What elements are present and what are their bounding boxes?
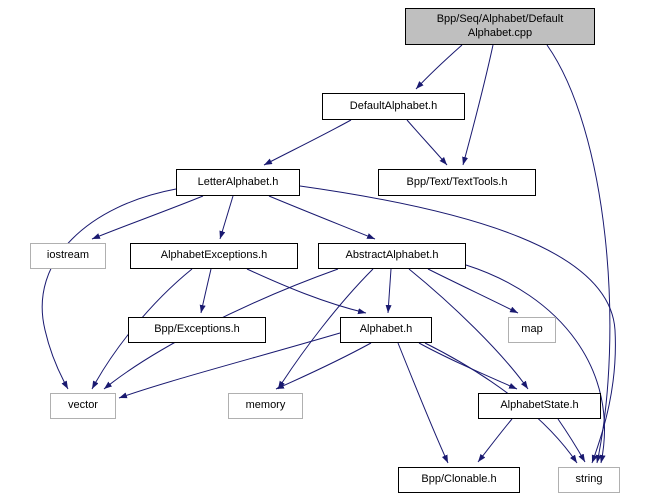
node-string: string (558, 467, 620, 493)
edge-letteralphabet-h-to-vector (41, 188, 177, 390)
edge-alphabet-h-to-bpp-clonable-h (397, 342, 449, 464)
edge-alphabetexceptions-h-to-alphabet-h (246, 268, 367, 315)
edge-abstractalphabet-h-to-string (465, 264, 606, 464)
edge-defaultalphabet-cpp-to-texttools-h (462, 44, 494, 166)
edge-defaultalphabet-h-to-texttools-h (406, 119, 448, 166)
edge-defaultalphabet-h-to-letteralphabet-h (263, 119, 352, 166)
node-map: map (508, 317, 556, 343)
node-defaultalphabet-h[interactable]: DefaultAlphabet.h (322, 93, 465, 120)
edge-alphabetexceptions-h-to-bpp-exceptions-h (199, 268, 212, 314)
node-letteralphabet-h[interactable]: LetterAlphabet.h (176, 169, 300, 196)
edge-alphabet-h-to-vector (118, 332, 341, 399)
edge-alphabet-h-to-alphabetstate-h (418, 342, 518, 390)
node-alphabetexceptions-h[interactable]: AlphabetExceptions.h (130, 243, 298, 269)
edge-defaultalphabet-cpp-to-string (546, 44, 611, 464)
node-abstractalphabet-h[interactable]: AbstractAlphabet.h (318, 243, 466, 269)
node-iostream: iostream (30, 243, 106, 269)
node-bpp-clonable-h[interactable]: Bpp/Clonable.h (398, 467, 520, 493)
edge-alphabetstate-h-to-string (557, 418, 586, 463)
edge-abstractalphabet-h-to-alphabet-h (385, 268, 392, 314)
node-memory: memory (228, 393, 303, 419)
node-texttools-h[interactable]: Bpp/Text/TextTools.h (378, 169, 536, 196)
edge-abstractalphabet-h-to-memory (277, 268, 374, 390)
node-vector: vector (50, 393, 116, 419)
edge-letteralphabet-h-to-abstractalphabet-h (268, 195, 376, 240)
node-defaultalphabet-cpp: Bpp/Seq/Alphabet/Default Alphabet.cpp (405, 8, 595, 45)
edge-defaultalphabet-cpp-to-defaultalphabet-h (415, 44, 463, 90)
edge-letteralphabet-h-to-alphabetexceptions-h (219, 195, 234, 240)
edge-abstractalphabet-h-to-map (427, 268, 519, 314)
node-bpp-exceptions-h[interactable]: Bpp/Exceptions.h (128, 317, 266, 343)
edge-alphabetstate-h-to-bpp-clonable-h (477, 418, 513, 463)
edge-letteralphabet-h-to-iostream (91, 195, 204, 240)
node-alphabetstate-h[interactable]: AlphabetState.h (478, 393, 601, 419)
node-alphabet-h[interactable]: Alphabet.h (340, 317, 432, 343)
edge-alphabet-h-to-memory (275, 342, 372, 390)
edge-letteralphabet-h-to-string (299, 185, 616, 464)
edge-abstractalphabet-h-to-alphabetstate-h (408, 268, 529, 390)
